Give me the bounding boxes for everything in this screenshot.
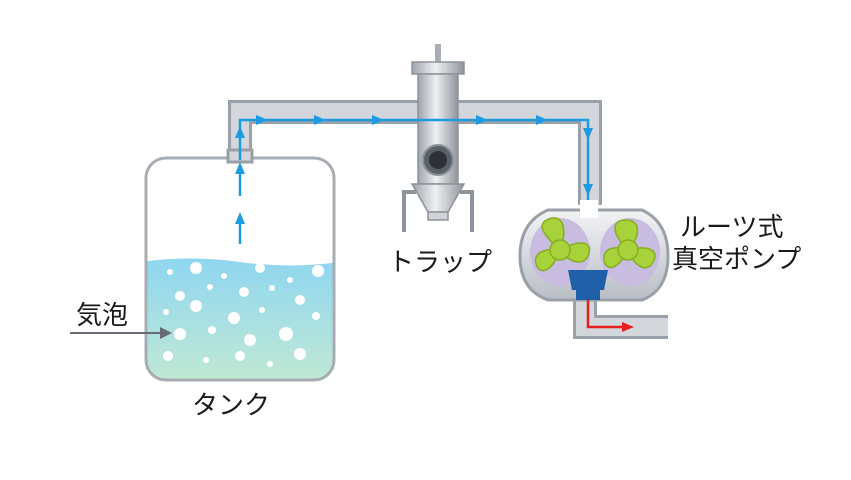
pump-label-line2: 真空ポンプ [672,245,802,275]
liquid [146,258,334,380]
trap [402,44,474,232]
trap-label: トラップ [388,248,493,278]
tank-label: タンク [192,391,271,421]
bubbles-label: 気泡 [76,301,129,331]
bubbles [163,262,324,367]
pump-label-line1: ルーツ式 [680,213,784,243]
rotor-left [534,217,591,272]
bubble-pointer-arrow [70,327,172,339]
exhaust-flow-path [586,300,634,332]
roots-pump [518,200,670,302]
rotor-right [603,219,656,269]
gas-flow-path [235,115,593,244]
tank [144,148,336,382]
